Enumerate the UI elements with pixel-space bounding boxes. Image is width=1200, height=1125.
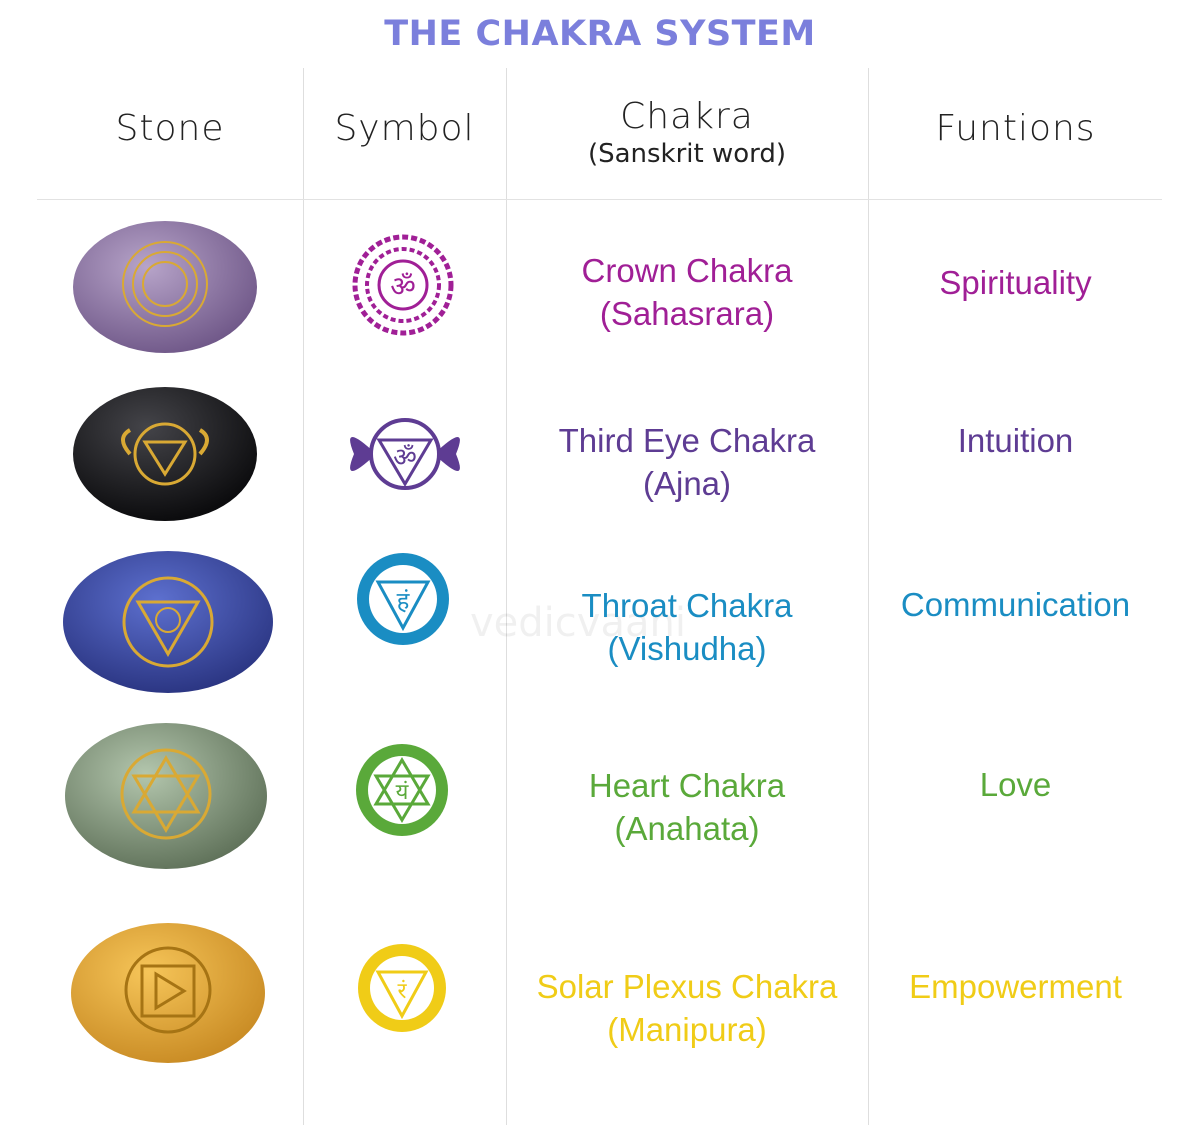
column-divider — [506, 68, 507, 1125]
header-functions-label: Funtions — [935, 108, 1096, 149]
heart-chakra-icon: यं — [356, 744, 448, 836]
header-stone: Stone — [37, 108, 303, 149]
throat-chakra-icon: हं — [357, 553, 449, 645]
heart-chakra-name: Heart Chakra (Anahata) — [506, 765, 868, 851]
column-divider — [303, 68, 304, 1125]
header-chakra-sub: (Sanskrit word) — [587, 139, 787, 169]
svg-text:रं: रं — [398, 979, 408, 1004]
chakra-name: Third Eye Chakra — [558, 422, 816, 459]
chakra-name: Solar Plexus Chakra — [536, 968, 838, 1005]
heart-function: Love — [979, 766, 1052, 803]
solar-plexus-chakra-icon: रं — [358, 944, 446, 1032]
svg-text:ॐ: ॐ — [390, 270, 416, 303]
crown-function: Spirituality — [939, 264, 1092, 301]
header-functions: Funtions — [868, 108, 1163, 149]
heart-stone — [65, 723, 267, 869]
throat-chakra-name: Throat Chakra (Vishudha) — [506, 585, 868, 671]
chakra-name: Crown Chakra — [581, 252, 793, 289]
header-stone-label: Stone — [115, 108, 225, 149]
crown-chakra-name: Crown Chakra (Sahasrara) — [506, 250, 868, 336]
chakra-sanskrit: (Anahata) — [614, 809, 760, 847]
chakra-name: Heart Chakra — [588, 767, 786, 804]
third-eye-chakra-name: Third Eye Chakra (Ajna) — [506, 420, 868, 506]
chakra-sanskrit: (Sahasrara) — [599, 294, 775, 332]
chakra-name: Throat Chakra — [581, 587, 793, 624]
header-chakra: Chakra (Sanskrit word) — [506, 96, 868, 169]
svg-text:यं: यं — [396, 780, 410, 805]
solar-plexus-chakra-name: Solar Plexus Chakra (Manipura) — [506, 966, 868, 1052]
header-divider — [37, 199, 1162, 200]
svg-text:हं: हं — [397, 587, 411, 615]
header-symbol: Symbol — [303, 108, 506, 149]
crown-chakra-icon: ॐ — [352, 234, 454, 336]
solar-plexus-function: Empowerment — [909, 968, 1122, 1005]
throat-stone — [63, 551, 273, 693]
header-chakra-label: Chakra — [620, 96, 754, 137]
page-title: THE CHAKRA SYSTEM — [384, 14, 816, 54]
chakra-sanskrit: (Vishudha) — [607, 629, 767, 667]
throat-function: Communication — [900, 586, 1131, 623]
third-eye-stone — [73, 387, 257, 521]
third-eye-chakra-icon: ॐ — [350, 418, 460, 490]
header-symbol-label: Symbol — [334, 108, 475, 149]
watermark: vedicvaani — [470, 600, 686, 646]
column-divider — [868, 68, 869, 1125]
chakra-sanskrit: (Ajna) — [642, 464, 732, 502]
third-eye-function: Intuition — [957, 422, 1074, 459]
svg-text:ॐ: ॐ — [393, 443, 417, 473]
chakra-sanskrit: (Manipura) — [607, 1010, 767, 1048]
solar-plexus-stone — [71, 923, 265, 1063]
crown-stone — [73, 221, 257, 353]
